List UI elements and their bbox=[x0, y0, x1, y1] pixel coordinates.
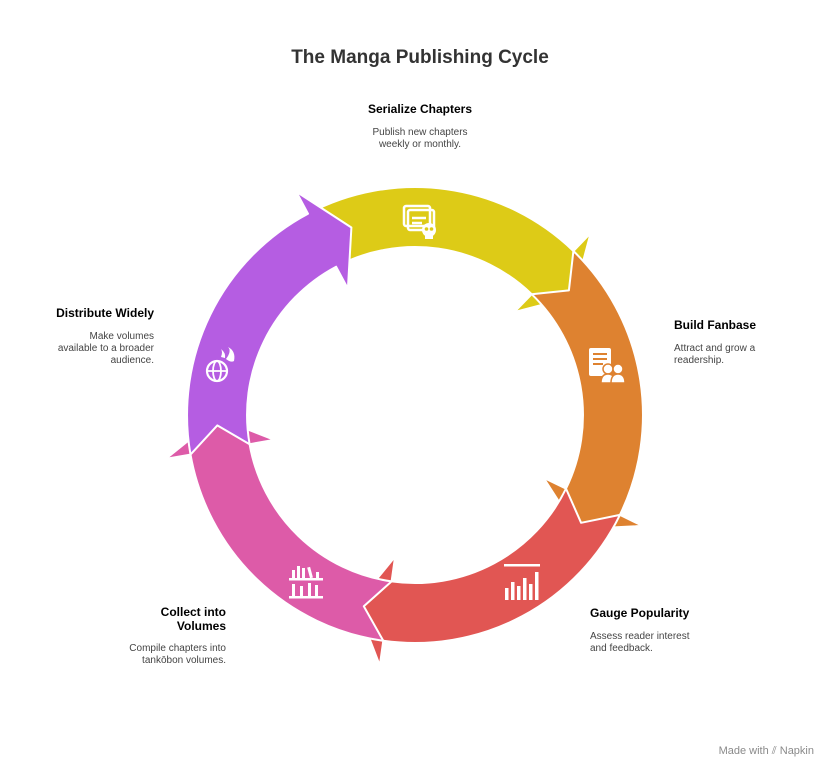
desc-line: Attract and grow a bbox=[674, 343, 756, 354]
step-popularity-desc: Assess reader interest and feedback. bbox=[590, 631, 770, 655]
step-serialize-title: Serialize Chapters bbox=[320, 102, 520, 116]
step-popularity-title: Gauge Popularity bbox=[590, 606, 770, 620]
cycle-arrow-fanbase bbox=[530, 250, 644, 531]
desc-line: audience. bbox=[110, 355, 154, 366]
desc-line: weekly or monthly. bbox=[378, 139, 462, 150]
step-serialize-title-text: Serialize Chapters bbox=[367, 102, 473, 116]
desc-line: tankōbon volumes. bbox=[142, 655, 226, 666]
step-popularity-title-text: Gauge Popularity bbox=[590, 606, 690, 620]
bar-chart-icon bbox=[504, 564, 540, 600]
fanbase-icon bbox=[589, 348, 626, 384]
step-fanbase-desc: Attract and grow a readership. bbox=[674, 343, 824, 367]
desc-line: and feedback. bbox=[590, 643, 653, 654]
step-distribute-desc: Make volumes available to a broader audi… bbox=[14, 331, 154, 367]
step-volumes-title: Collect into Volumes bbox=[66, 605, 226, 633]
title-line: Collect into bbox=[160, 605, 226, 619]
desc-line: Assess reader interest bbox=[590, 631, 690, 642]
desc-line: readership. bbox=[674, 355, 725, 366]
step-serialize-desc: Publish new chapters weekly or monthly. bbox=[320, 127, 520, 151]
step-distribute-title: Distribute Widely bbox=[14, 306, 154, 320]
title-line: Volumes bbox=[176, 619, 226, 633]
step-volumes-desc: Compile chapters into tankōbon volumes. bbox=[66, 643, 226, 667]
chapters-icon bbox=[402, 204, 436, 239]
cycle-arrow-distribute bbox=[186, 190, 353, 456]
step-fanbase-title-text: Build Fanbase bbox=[674, 318, 757, 332]
desc-line: Publish new chapters bbox=[372, 127, 468, 138]
page-title: The Manga Publishing Cycle bbox=[291, 47, 549, 68]
bookshelf-icon bbox=[289, 566, 323, 599]
desc-line: available to a broader bbox=[57, 343, 154, 354]
step-fanbase-title: Build Fanbase bbox=[674, 318, 824, 332]
desc-line: Make volumes bbox=[89, 331, 154, 342]
desc-line: Compile chapters into bbox=[129, 643, 226, 654]
global-distribution-icon bbox=[205, 347, 235, 383]
napkin-watermark: Made with ⫽ Napkin bbox=[718, 745, 814, 757]
step-distribute-title-text: Distribute Widely bbox=[56, 306, 154, 320]
